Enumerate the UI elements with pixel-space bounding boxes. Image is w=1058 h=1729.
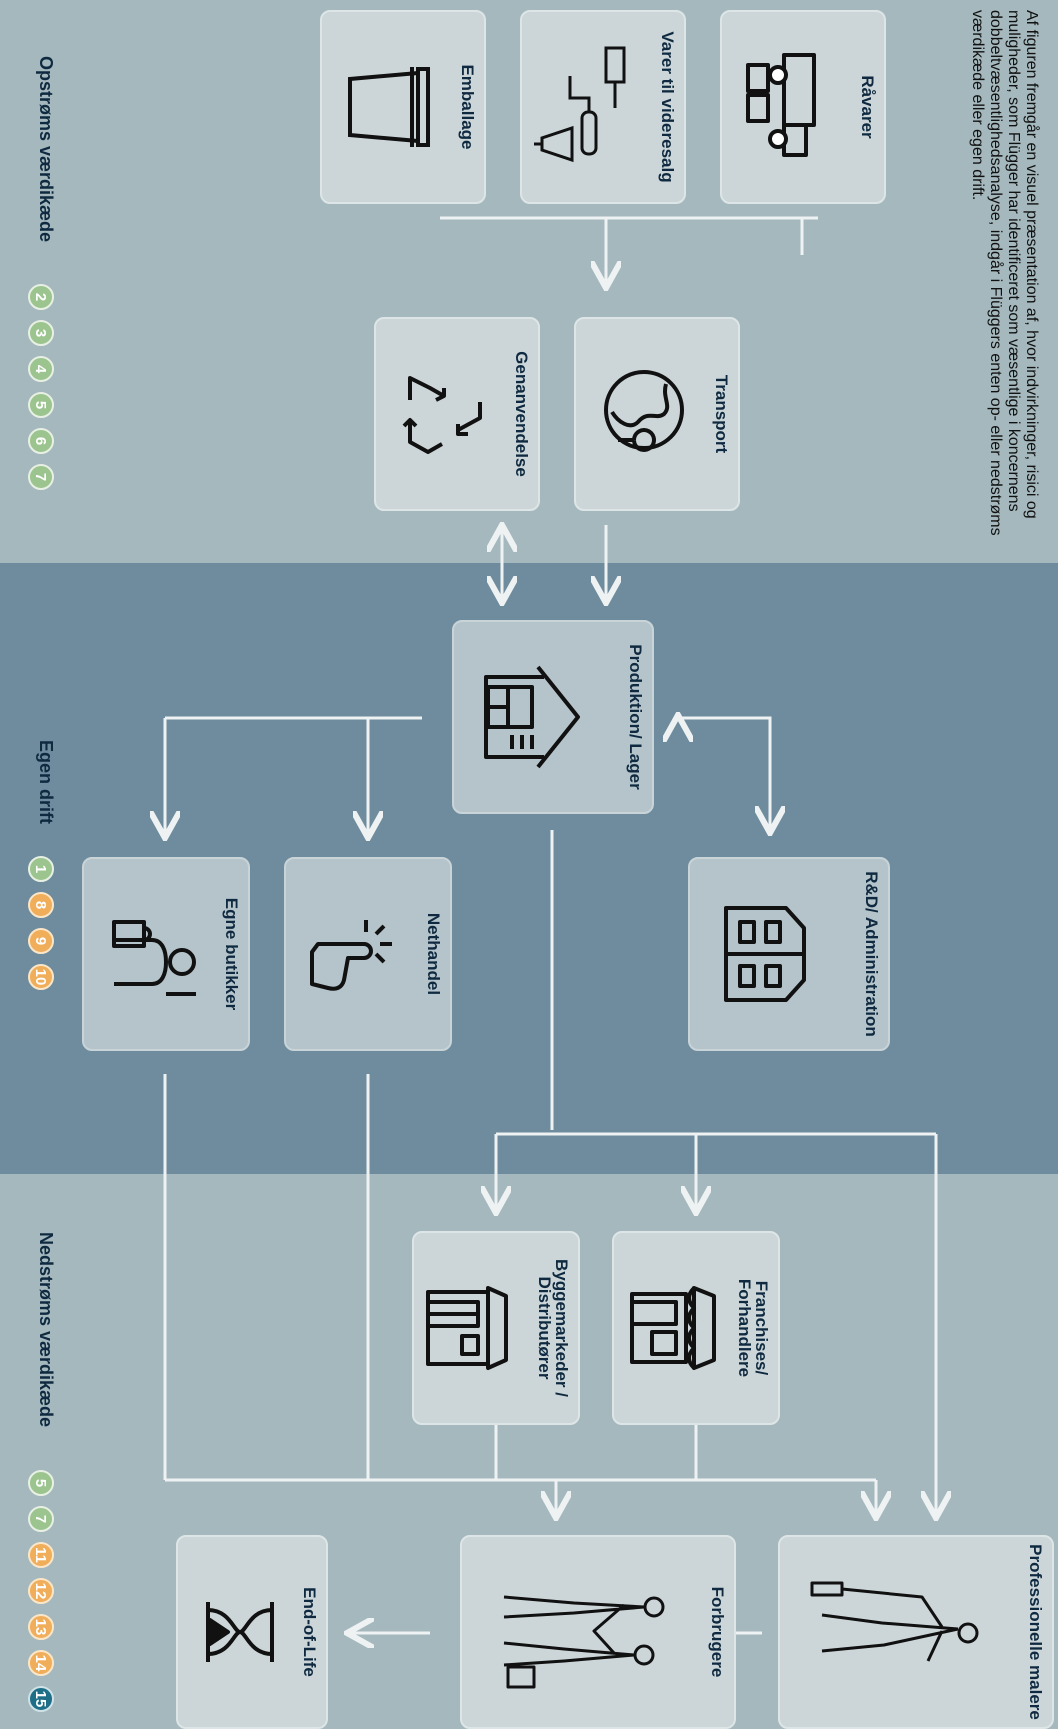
downstream-numbers: 5 7 11 12 13 14 15 [28, 1470, 54, 1712]
topic-badge: 8 [28, 892, 54, 918]
upstream-numbers: 2 3 4 5 6 7 [28, 284, 54, 490]
topic-badge: 10 [28, 964, 54, 990]
box-bygge: Byggemarkeder / Distributører [412, 1231, 580, 1425]
arrow-production-rd [678, 718, 770, 830]
topic-badge: 14 [28, 1650, 54, 1676]
box-label: Forbrugere [708, 1586, 727, 1678]
topic-badge: 7 [28, 464, 54, 490]
globe-pin-icon [604, 370, 684, 453]
shop-assistant-icon [112, 920, 196, 996]
box-raavarer: Råvarer [720, 10, 886, 204]
topic-badge: 4 [28, 356, 54, 382]
box-transport: Transport [574, 317, 740, 511]
topic-badge: 2 [28, 284, 54, 310]
topic-badge: 3 [28, 320, 54, 346]
box-label: Varer til videresalg [658, 31, 677, 183]
paint-tools-icon [534, 46, 626, 163]
section-title-downstream: Nedstrøms værdikæde [36, 1232, 56, 1428]
box-label: Transport [712, 374, 731, 454]
topic-badge: 6 [28, 428, 54, 454]
truck-icon [746, 53, 816, 157]
topic-badge: 1 [28, 856, 54, 882]
topic-badge: 7 [28, 1506, 54, 1532]
topic-badge: 5 [28, 1470, 54, 1496]
section-title-own: Egen drift [36, 740, 56, 824]
own-numbers: 1 8 9 10 [28, 856, 54, 990]
family-icon [503, 1595, 665, 1689]
box-label: Produktion/ Lager [626, 644, 645, 790]
hourglass-icon [206, 1602, 274, 1662]
box-label: Genanvendelse [512, 351, 531, 477]
painter-icon [810, 1581, 979, 1662]
box-nethandel: Nethandel [284, 857, 452, 1051]
hand-click-icon [310, 920, 392, 991]
box-genanvendelse: Genanvendelse [374, 317, 540, 511]
box-label: End-of-Life [300, 1587, 319, 1677]
paint-bucket-icon [348, 67, 430, 147]
office-building-icon [724, 906, 806, 1002]
storefront-icon [630, 1286, 716, 1370]
box-label: Professionelle malere [1026, 1544, 1045, 1720]
box-label: Byggemarkeder / Distributører [535, 1259, 571, 1397]
box-forbrugere: Forbrugere [460, 1535, 736, 1729]
box-varer: Varer til videresalg [520, 10, 686, 204]
box-produktion: Produktion/ Lager [452, 620, 654, 814]
box-rd: R&D/ Administration [688, 857, 890, 1051]
box-label: Nethandel [424, 912, 443, 996]
topic-badge: 15 [28, 1686, 54, 1712]
box-label: Emballage [458, 64, 477, 150]
box-emballage: Emballage [320, 10, 486, 204]
topic-badge: 13 [28, 1614, 54, 1640]
box-label: Egne butikker [222, 897, 241, 1011]
box-prof: Professionelle malere [778, 1535, 1054, 1729]
warehouse-icon [484, 665, 580, 769]
topic-badge: 5 [28, 392, 54, 418]
box-franchises: Franchises/ Forhandlere [612, 1231, 780, 1425]
store-icon [426, 1286, 508, 1370]
section-title-upstream: Opstrøms værdikæde [36, 56, 56, 243]
box-label: Franchises/ Forhandlere [735, 1278, 771, 1378]
box-label: Råvarer [858, 75, 877, 139]
box-label: R&D/ Administration [862, 871, 881, 1037]
box-egne: Egne butikker [82, 857, 250, 1051]
topic-badge: 12 [28, 1578, 54, 1604]
topic-badge: 9 [28, 928, 54, 954]
topic-badge: 11 [28, 1542, 54, 1568]
box-eol: End-of-Life [176, 1535, 328, 1729]
recycle-icon [402, 376, 482, 454]
